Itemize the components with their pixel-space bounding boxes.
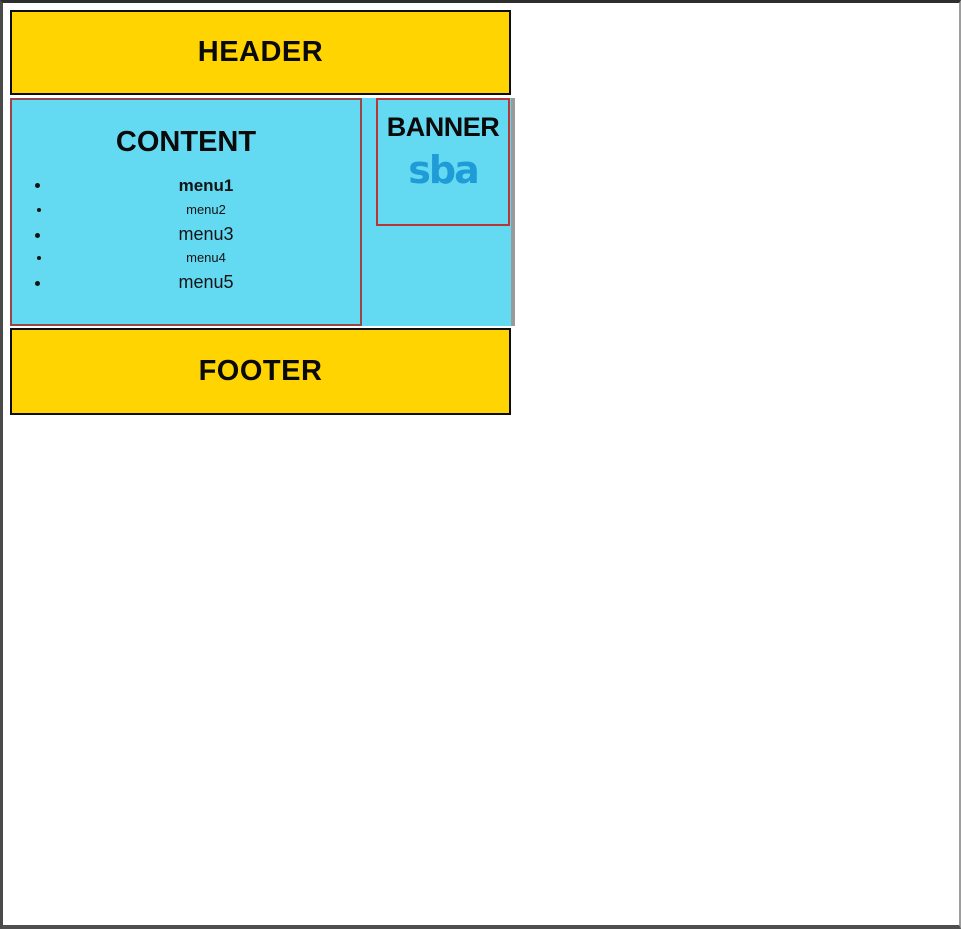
main-container: CONTENT menu1 menu2 menu3 menu4 menu5 BA… bbox=[10, 98, 511, 326]
footer-label: FOOTER bbox=[198, 355, 323, 387]
header: HEADER bbox=[10, 10, 511, 95]
menu-item-3[interactable]: menu3 bbox=[52, 222, 360, 246]
banner: BANNER sba bbox=[376, 98, 510, 226]
menu-item-2[interactable]: menu2 bbox=[52, 198, 360, 222]
site-wrapper: HEADER CONTENT menu1 menu2 menu3 menu4 m… bbox=[10, 10, 511, 415]
sba-logo: sba bbox=[408, 148, 479, 192]
aside-column: BANNER sba bbox=[362, 98, 511, 326]
menu-item-4[interactable]: menu4 bbox=[52, 246, 360, 270]
menu-item-1[interactable]: menu1 bbox=[52, 174, 360, 198]
content-title: CONTENT bbox=[115, 126, 257, 158]
banner-title: BANNER bbox=[386, 112, 500, 142]
content-section: CONTENT menu1 menu2 menu3 menu4 menu5 bbox=[10, 98, 362, 326]
footer: FOOTER bbox=[10, 328, 511, 415]
menu-list: menu1 menu2 menu3 menu4 menu5 bbox=[12, 174, 360, 294]
header-label: HEADER bbox=[197, 36, 324, 68]
menu-item-5[interactable]: menu5 bbox=[52, 270, 360, 294]
